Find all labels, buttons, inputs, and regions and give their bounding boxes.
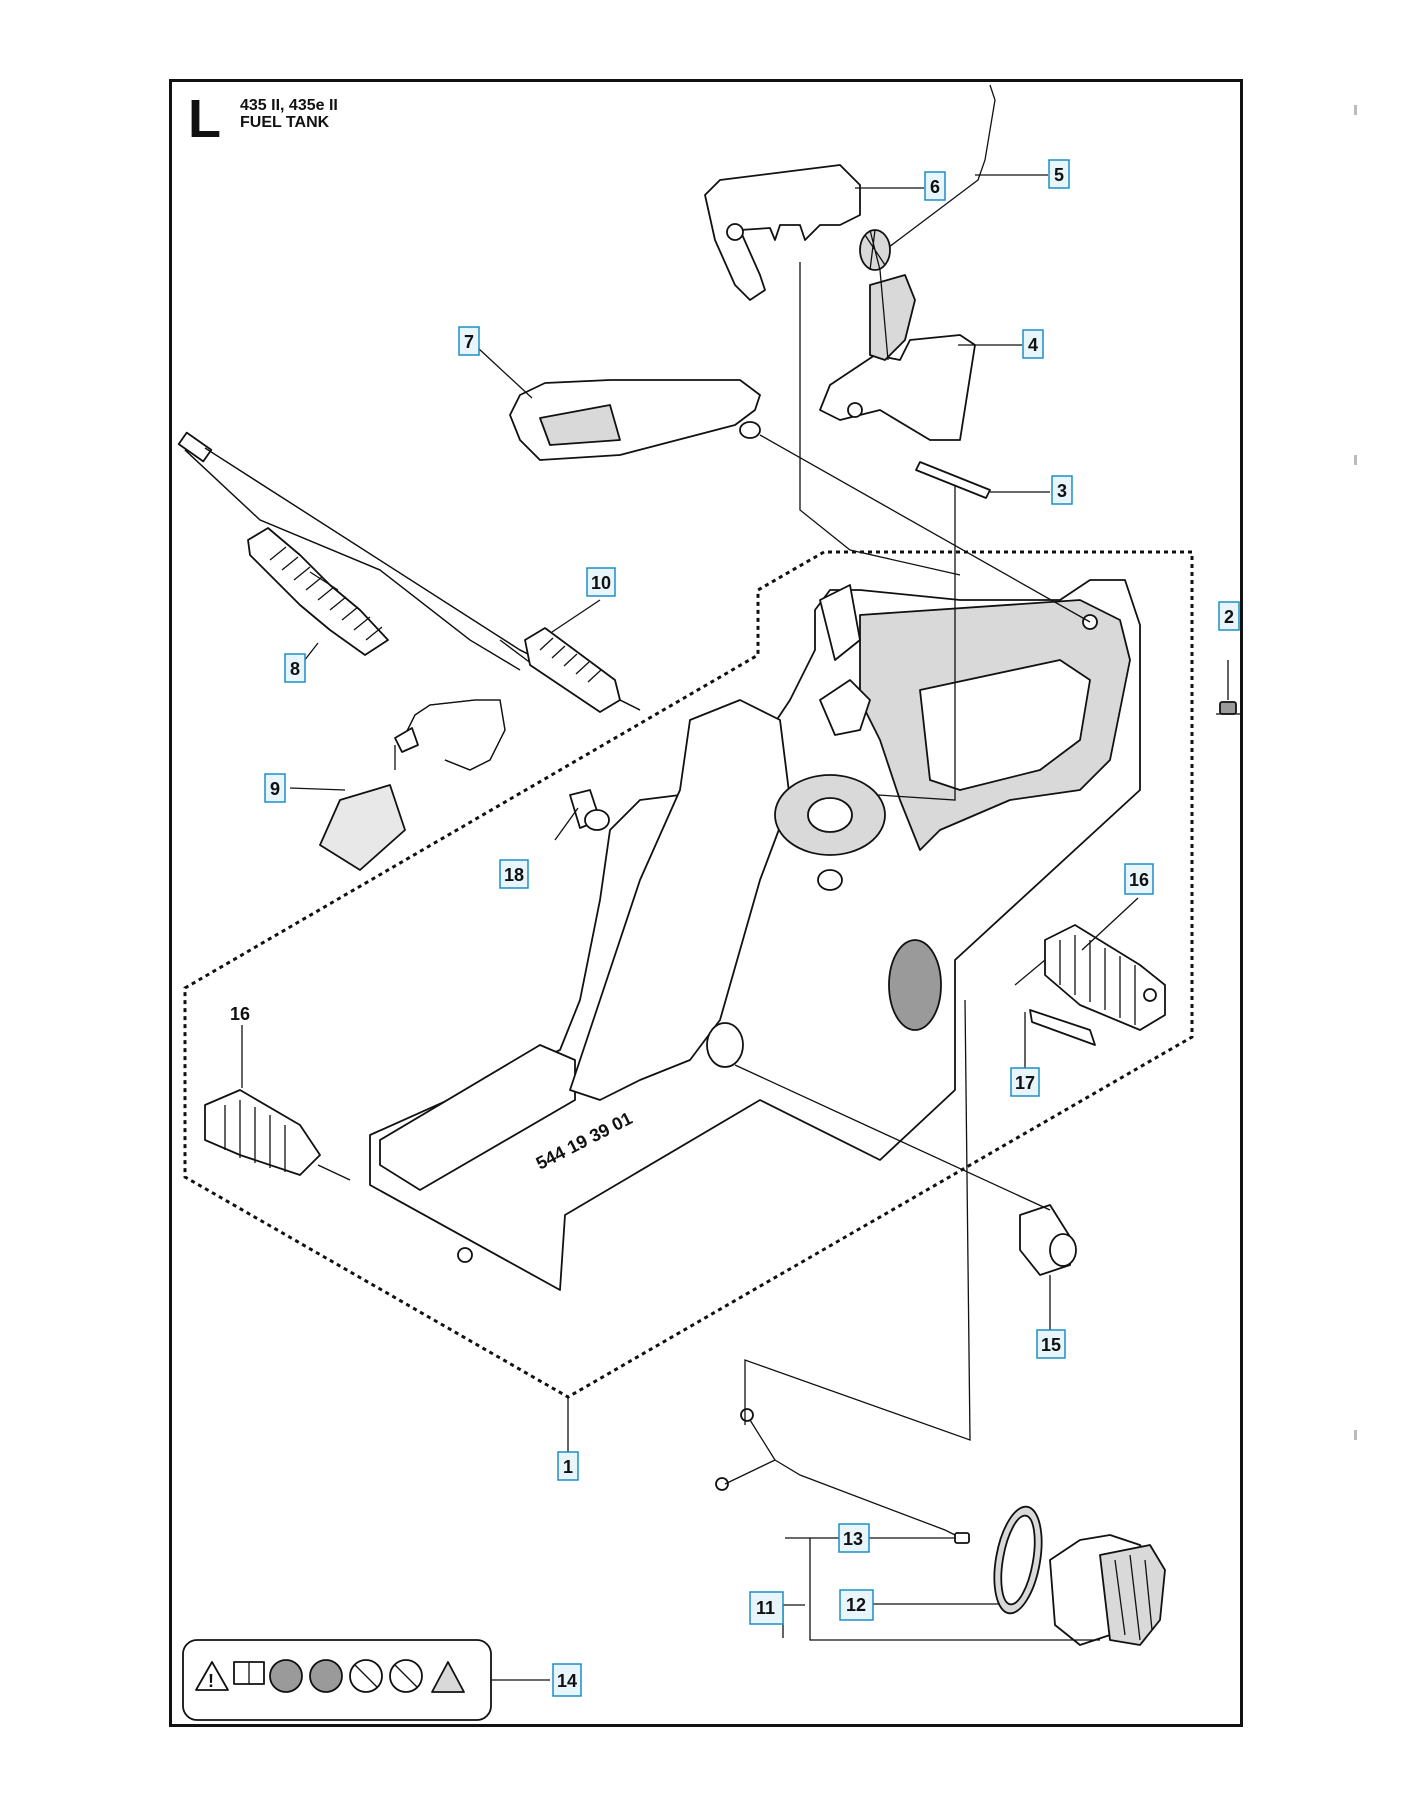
callout-label: 8: [290, 659, 300, 679]
assembly-title: FUEL TANK: [240, 114, 330, 131]
callout-label: 10: [591, 573, 611, 593]
callout-label: 16: [230, 1004, 250, 1024]
model-line: 435 II, 435e II: [240, 97, 338, 114]
svg-text:!: !: [208, 1671, 214, 1691]
callout-10: 10: [586, 567, 616, 597]
callout-16-right: 16: [1124, 863, 1154, 895]
callout-1: 1: [557, 1451, 579, 1481]
callout-label: 6: [930, 177, 940, 197]
callout-label: 17: [1015, 1073, 1035, 1093]
pin-part-17: [1024, 1009, 1096, 1070]
fuel-filter-part-9: [289, 699, 506, 871]
kickback-warning-icon: [309, 1659, 343, 1693]
throttle-lockout-part-4: [819, 274, 1022, 441]
vibration-damper-part-10: [204, 447, 641, 713]
fuel-tank-body: [369, 579, 1141, 1291]
callout-11: 11: [749, 1591, 784, 1625]
plug-part-15: [1019, 1204, 1077, 1330]
grommet-part-18: [554, 789, 610, 841]
callout-7: 7: [458, 326, 480, 356]
tank-assembly-boundary: [183, 550, 1194, 1399]
throttle-cable-part-8: [177, 431, 561, 671]
hearing-eye-protection-icon: [269, 1659, 303, 1693]
warning-triangle-icon: [195, 1661, 229, 1691]
callout-8: 8: [284, 653, 306, 683]
callout-label: 1: [563, 1457, 573, 1477]
fuel-cap-part-11: [1049, 1534, 1166, 1646]
section-letter: L: [188, 89, 221, 149]
callout-label: 4: [1028, 335, 1038, 355]
callout-13: 13: [838, 1523, 870, 1553]
callout-label: 2: [1224, 607, 1234, 627]
callout-6: 6: [924, 171, 946, 201]
callout-label: 3: [1057, 481, 1067, 501]
callout-2: 2: [1218, 601, 1240, 631]
spring-part-5: [859, 84, 1048, 361]
vibration-damper-part-16-right: [1014, 897, 1166, 1031]
vibration-damper-part-16-left: [204, 1025, 351, 1181]
leader-lines: [490, 262, 1100, 1681]
callout-label: 11: [756, 1598, 775, 1618]
callout-15: 15: [1036, 1329, 1066, 1359]
callout-label: 18: [504, 865, 524, 885]
callout-label: 13: [843, 1529, 863, 1549]
callout-16-left: 16: [230, 1004, 250, 1024]
warning-decal-part-14: !: [182, 1639, 492, 1721]
callout-4: 4: [1022, 329, 1044, 359]
callout-9: 9: [264, 773, 286, 803]
callout-12: 12: [839, 1589, 874, 1621]
callout-label: 9: [270, 779, 280, 799]
throttle-trigger-part-6: [704, 164, 924, 301]
gasket-part-12: [993, 1505, 1043, 1615]
title-block: 435 II, 435e II FUEL TANK: [240, 97, 338, 131]
callout-5: 5: [1048, 159, 1070, 189]
callout-3: 3: [1051, 475, 1073, 505]
edge-mark: [1354, 105, 1357, 115]
screw-part-2: [1216, 660, 1240, 715]
edge-mark: [1354, 1430, 1357, 1440]
callout-label: 5: [1054, 165, 1064, 185]
callout-label: 7: [464, 332, 474, 352]
callout-label: 14: [557, 1671, 577, 1691]
handle-cover-part-7: [477, 347, 761, 461]
pin-part-3: [915, 461, 1050, 499]
edge-mark: [1354, 455, 1357, 465]
callout-label: 12: [846, 1595, 866, 1615]
fuel-pickup-part-13: [715, 1408, 970, 1544]
callout-18: 18: [499, 859, 529, 889]
callout-label: 15: [1041, 1335, 1061, 1355]
callout-label: 16: [1129, 870, 1149, 890]
callout-17: 17: [1010, 1067, 1040, 1097]
fire-hazard-icon: [431, 1661, 465, 1693]
callout-14: 14: [552, 1663, 582, 1697]
